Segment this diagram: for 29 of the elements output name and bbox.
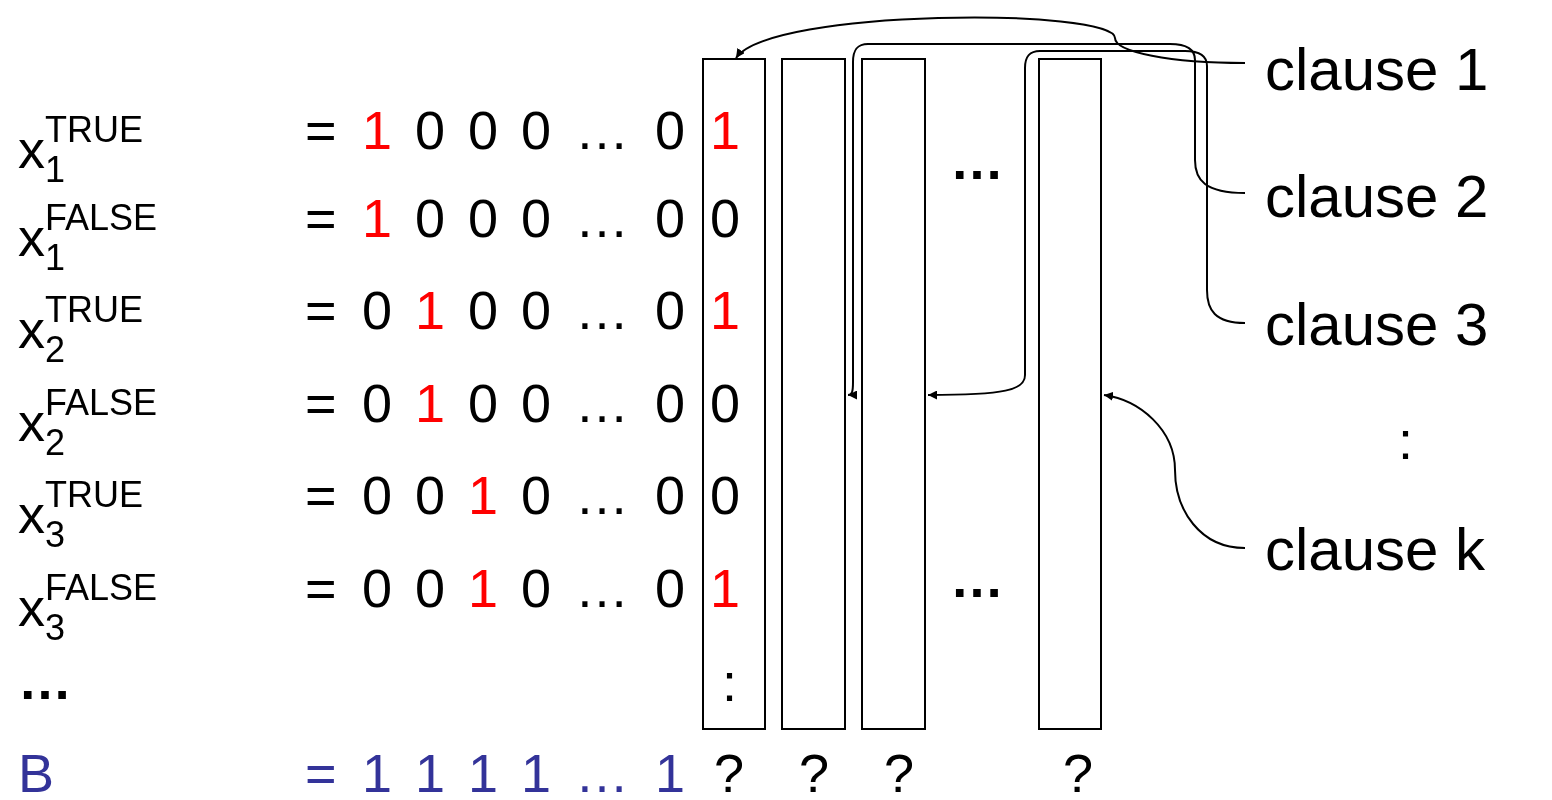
vertical-ellipsis: : [1398, 409, 1413, 472]
question-mark: ? [799, 742, 830, 800]
bit-vector: = 1 1 1 1 … 1 [305, 742, 686, 800]
column-box [1038, 58, 1102, 730]
column-box [702, 58, 766, 730]
ellipsis: … [950, 129, 1004, 192]
ellipsis: … [18, 649, 72, 712]
bit-vector: = 0 1 0 0 … 0 1 [305, 279, 741, 342]
vertical-ellipsis: : [722, 651, 737, 714]
ellipsis: … [950, 547, 1004, 610]
question-mark: ? [714, 742, 745, 800]
clause-label: clause 3 [1245, 290, 1489, 360]
bit-vector: = 1 0 0 0 … 0 0 [305, 187, 741, 250]
column-box [861, 58, 926, 730]
bit-vector: = 0 0 1 0 … 0 1 [305, 557, 741, 620]
bit-vector: = 1 0 0 0 … 0 1 [305, 99, 741, 162]
variable-label: B [18, 742, 55, 800]
curved-arrow [927, 50, 1246, 400]
clause-label: clause 1 [1245, 35, 1489, 105]
clause-label: clause 2 [1245, 162, 1489, 232]
question-mark: ? [884, 742, 915, 800]
bit-vector: = 0 0 1 0 … 0 0 [305, 464, 741, 527]
curved-arrow [735, 16, 1246, 64]
clause-label: clause k [1245, 515, 1486, 585]
bit-vector: = 0 1 0 0 … 0 0 [305, 372, 741, 435]
curved-arrow [1103, 392, 1246, 549]
curved-arrow [847, 43, 1246, 399]
column-box [781, 58, 846, 730]
question-mark: ? [1063, 742, 1094, 800]
